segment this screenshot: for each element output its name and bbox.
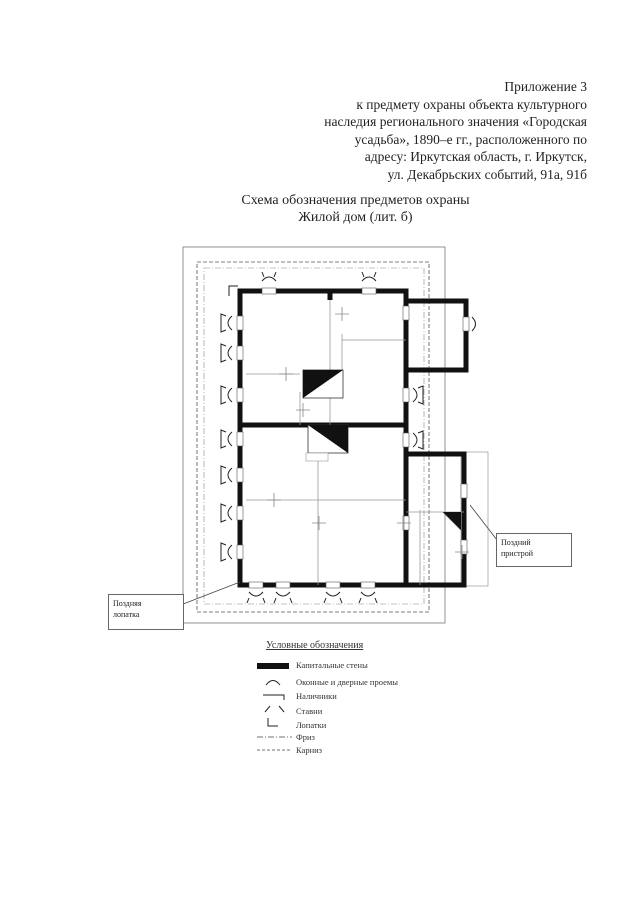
pilaster-icon <box>267 718 278 727</box>
legend-label-casings: Наличники <box>296 691 337 701</box>
legend-label-openings: Оконные и дверные проемы <box>296 677 398 687</box>
header-line-4: усадьба», 1890–е гг., расположенного по <box>354 131 587 147</box>
frieze-line <box>203 267 425 605</box>
wall-openings <box>236 287 470 589</box>
late-annex-line-1: Поздний <box>501 538 531 547</box>
right-opening-marks <box>412 316 476 450</box>
header-line-5: адресу: Иркутская область, г. Иркутск, <box>364 149 587 164</box>
opening-arc-icon <box>265 680 281 686</box>
legend-title: Условные обозначения <box>266 640 364 651</box>
legend-label-shutters: Ставни <box>296 706 323 716</box>
late-pilaster-line-1: Поздняя <box>113 599 142 608</box>
capital-walls <box>237 288 469 588</box>
site-boundary <box>182 246 446 624</box>
stove-marks <box>302 369 462 531</box>
scheme-title: Схема обозначения предметов охраны <box>241 193 470 208</box>
appendix-header: Приложение 3 к предмету охраны объекта к… <box>257 78 587 183</box>
late-pilaster-leader <box>177 581 241 607</box>
late-pilaster-line-2: лопатка <box>113 610 140 619</box>
header-line-3: наследия регионального значения «Городск… <box>324 114 587 129</box>
legend-label-cornice: Карниз <box>296 745 323 755</box>
late-annex-callout: Поздний пристрой <box>496 533 572 567</box>
late-annex-line-2: пристрой <box>501 549 533 558</box>
late-pilaster-callout: Поздняя лопатка <box>108 594 184 630</box>
legend-symbols <box>257 663 292 751</box>
cornice-line <box>196 261 430 613</box>
legend-label-pilasters: Лопатки <box>296 720 327 730</box>
header-line-6: ул. Декабрьских событий, 91а, 91б <box>387 166 587 182</box>
top-opening-marks <box>261 271 377 282</box>
building-subtitle: Жилой дом (лит. б) <box>298 210 413 225</box>
header-line-1: Приложение 3 <box>504 79 587 94</box>
legend-label-frieze: Фриз <box>296 732 315 742</box>
cross-marks <box>267 307 469 559</box>
header-line-2: к предмету охраны объекта культурного <box>356 96 587 112</box>
left-opening-marks <box>220 313 233 562</box>
legend-label-capital-walls: Капитальные стены <box>296 660 368 670</box>
interior-lines <box>246 300 464 585</box>
shutter-icon <box>264 705 285 713</box>
bottom-opening-marks <box>246 591 378 604</box>
late-annex-leader <box>469 504 498 541</box>
corner-pilaster-mark <box>228 285 238 296</box>
capital-wall-icon <box>257 663 289 669</box>
casing-bracket-icon <box>263 694 285 700</box>
